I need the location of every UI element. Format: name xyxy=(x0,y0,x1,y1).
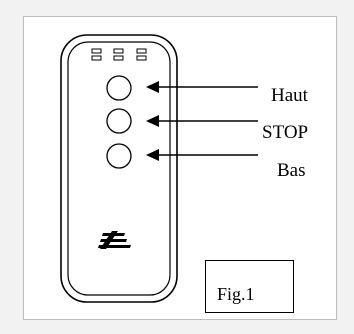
up-arrow-icon xyxy=(146,81,258,93)
led-indicator-icon xyxy=(113,48,124,54)
led-indicator-icon xyxy=(91,55,102,61)
stop-label: STOP xyxy=(262,122,309,143)
led-indicator-icon xyxy=(136,48,147,54)
up-label: Haut xyxy=(271,85,308,106)
down-arrow-icon xyxy=(146,149,258,161)
led-indicator-icon xyxy=(113,55,124,61)
brand-logo-icon xyxy=(98,231,131,249)
led-indicators xyxy=(91,48,147,61)
stop-button-icon xyxy=(106,108,132,134)
stop-arrow-icon xyxy=(146,115,258,127)
down-button-icon xyxy=(106,143,132,169)
figure-label: Fig.1 xyxy=(217,284,255,304)
remote-body-inner xyxy=(67,41,171,296)
down-label: Bas xyxy=(277,160,306,181)
up-button-icon xyxy=(106,75,132,101)
figure-label-box xyxy=(205,260,294,313)
led-indicator-icon xyxy=(91,48,102,54)
led-indicator-icon xyxy=(136,55,147,61)
remote-body-outer xyxy=(60,34,178,303)
